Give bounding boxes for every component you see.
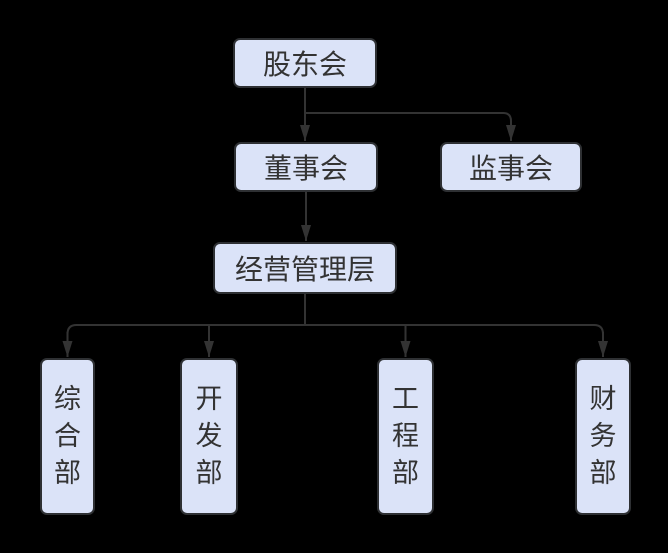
node-shareholders[interactable]: 股东会: [233, 38, 377, 88]
node-dept-engineering[interactable]: 工程部: [377, 358, 434, 515]
node-management[interactable]: 经营管理层: [213, 242, 397, 294]
node-dept-development[interactable]: 开发部: [180, 358, 238, 515]
node-board[interactable]: 董事会: [234, 142, 378, 192]
node-supervisory[interactable]: 监事会: [440, 142, 582, 192]
edge-shareholders-supervisory: [305, 112, 516, 141]
node-dept-finance[interactable]: 财务部: [575, 358, 631, 515]
node-dept-general[interactable]: 综合部: [40, 358, 95, 515]
edge-bus-line: [66, 324, 604, 335]
